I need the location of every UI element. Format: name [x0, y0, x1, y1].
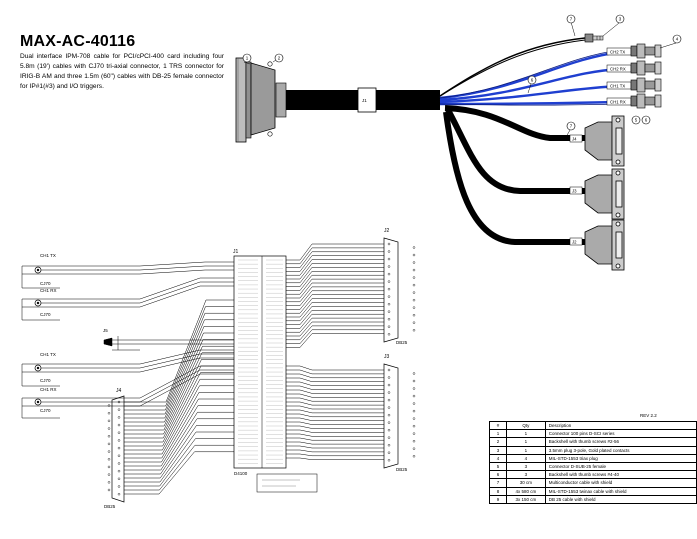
db25-connectors — [584, 115, 625, 271]
wires-to-j4 — [124, 299, 234, 495]
svg-text:CH1 RX: CH1 RX — [40, 288, 57, 293]
item-balloons: 2 1 7 3 6 4 7 5 6 — [242, 14, 682, 138]
svg-text:7: 7 — [570, 124, 573, 129]
svg-text:1: 1 — [246, 56, 249, 61]
cable-label-ch1-tx: CH1 TX — [610, 84, 625, 89]
svg-text:2: 2 — [278, 56, 281, 61]
cable-label-ch2-rx: CH2 RX — [610, 67, 626, 72]
blue-cable-labels: CH2 TX CH2 RX CH1 TX CH1 RX — [606, 47, 632, 106]
schematic-j3-outline — [383, 363, 399, 469]
drawing-title: MAX-AC-40116 — [20, 33, 136, 50]
trs-plug — [584, 33, 604, 43]
svg-text:6: 6 — [645, 118, 648, 123]
wires-to-j3 — [286, 365, 384, 460]
svg-text:CH1 TX: CH1 TX — [40, 352, 56, 357]
cable-label-ch2-tx: CH2 TX — [610, 50, 625, 55]
bom-header-qty: Qty — [505, 420, 546, 431]
triax-plug — [630, 93, 662, 109]
black-cables — [443, 105, 585, 245]
schematic-j1-block — [233, 255, 287, 469]
svg-text:CH1 TX: CH1 TX — [40, 253, 56, 258]
blue-cables — [439, 49, 621, 106]
svg-text:CH1 RX: CH1 RX — [40, 387, 57, 392]
balloon — [527, 75, 537, 85]
schematic-j3-part: DB25 — [396, 467, 408, 472]
svg-text:J5: J5 — [103, 328, 108, 333]
schematic-j3-label: J3 — [384, 354, 390, 360]
schematic-j4-label: J4 — [116, 388, 122, 394]
notes-box — [256, 473, 318, 493]
schematic-j4-outline — [111, 395, 125, 503]
j4-pins — [107, 400, 121, 496]
svg-text:7: 7 — [570, 17, 573, 22]
db25-connector-j2 — [584, 219, 625, 271]
schematic-j2-outline — [383, 237, 399, 343]
triax-plug — [630, 43, 662, 59]
schematic-j2-label: J2 — [384, 228, 390, 234]
balloon — [274, 53, 284, 63]
balloon — [631, 115, 641, 125]
cable-label-j3: J3 — [572, 189, 577, 194]
balloon — [672, 34, 682, 44]
schematic-j1-label: J1 — [233, 249, 239, 255]
j3-pins — [387, 368, 416, 462]
balloon — [566, 121, 576, 131]
svg-text:CJ70: CJ70 — [40, 312, 51, 317]
schematic-j1-part: D4100 — [234, 471, 248, 476]
bom-header-item: # — [489, 420, 507, 431]
svg-text:CJ70: CJ70 — [40, 378, 51, 383]
cable-label-ch1-rx: CH1 RX — [610, 100, 626, 105]
db25-connector-j4 — [584, 115, 625, 167]
svg-text:CJ70: CJ70 — [40, 281, 51, 286]
j1-cable-label: J1 — [362, 98, 367, 103]
bom-header-row: # Qty Description — [489, 420, 697, 431]
svg-text:3: 3 — [619, 17, 622, 22]
wires-to-j2 — [286, 243, 384, 348]
bom-header-description: Description — [544, 420, 697, 431]
black-cable-labels: J4 J3 J2 — [569, 134, 583, 246]
wiring-schematic: J1 D4100 J2 DB25 J3 DB25 J4 DB25 CH1 TX … — [21, 228, 416, 509]
j1-pin-rows — [238, 259, 283, 464]
cable-label-j4: J4 — [572, 137, 577, 142]
balloon — [641, 115, 651, 125]
schematic-triax-2: CH1 RX CJ70 — [21, 288, 140, 321]
multiconductor-cable — [286, 90, 362, 110]
j1-connector — [235, 57, 287, 143]
drawing-description: Dual interface IPM-708 cable for PCI/cPC… — [20, 53, 224, 90]
j2-pins — [387, 242, 416, 336]
schematic-j5-trs: J5 — [103, 328, 234, 351]
triax-plug — [630, 77, 662, 93]
balloon — [566, 14, 576, 24]
cable-label-j2: J2 — [572, 240, 577, 245]
schematic-triax-4: CH1 RX CJ70 — [21, 387, 140, 419]
cable-assembly: J1 CH2 TX CH2 RX CH1 TX — [235, 14, 682, 271]
db25-connector-j3 — [584, 168, 625, 220]
svg-text:5: 5 — [635, 118, 638, 123]
schematic-j4-part: DB25 — [104, 504, 116, 509]
svg-text:CJ70: CJ70 — [40, 408, 51, 413]
revision-label: REV 2.2 — [640, 413, 657, 418]
svg-text:4: 4 — [676, 37, 679, 42]
balloon — [242, 53, 252, 63]
triax-plugs — [630, 43, 662, 109]
svg-text:6: 6 — [531, 78, 534, 83]
schematic-triax-1: CH1 TX CJ70 — [21, 253, 140, 289]
schematic-j2-part: DB25 — [396, 340, 408, 345]
balloon — [615, 14, 625, 24]
schematic-triax-3: CH1 TX CJ70 — [21, 352, 140, 387]
triax-plug — [630, 60, 662, 76]
